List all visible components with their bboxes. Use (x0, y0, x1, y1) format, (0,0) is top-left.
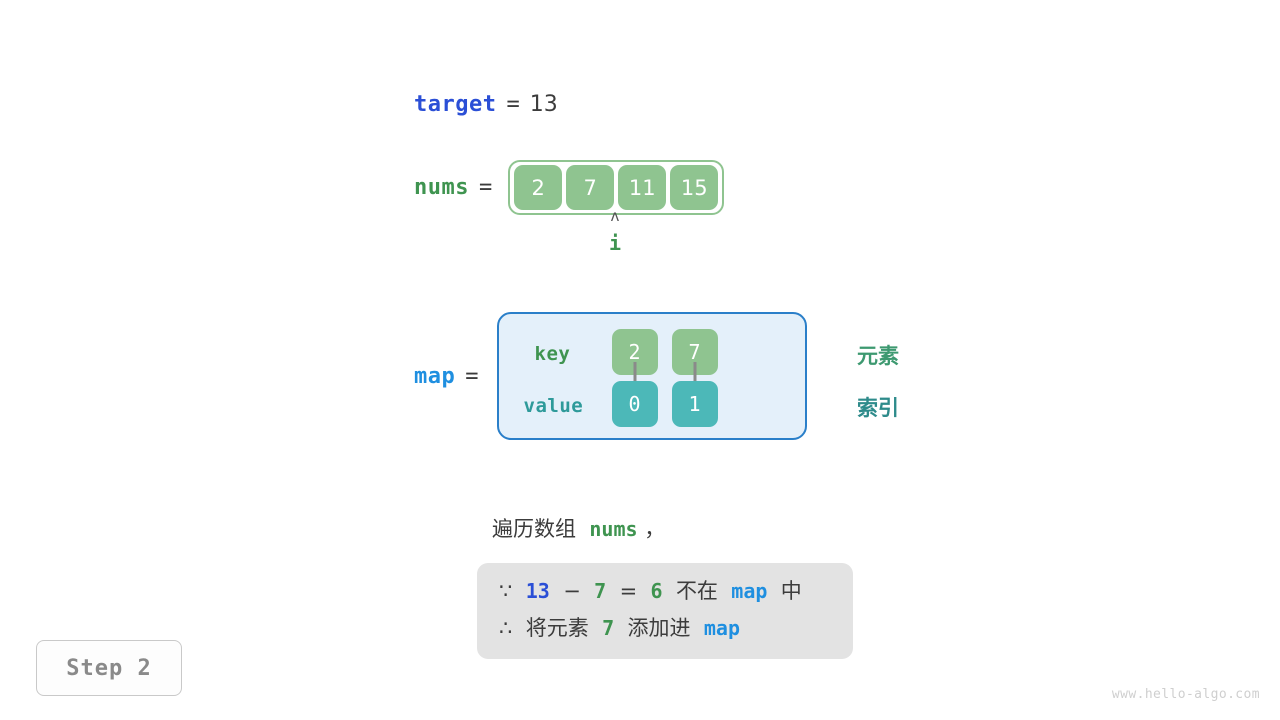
map-key-label: key (534, 343, 571, 365)
note-equals-sign: = (619, 579, 638, 603)
caption-variable-nums: nums (589, 517, 638, 541)
because-symbol: ∵ (499, 579, 513, 603)
nums-variable-label: nums (414, 175, 469, 200)
array-cell-3: 15 (670, 165, 719, 210)
target-value: 13 (529, 92, 558, 117)
note-line-1: ∵ 13 − 7 = 6 不在 map 中 (499, 573, 831, 610)
note-operand-a: 13 (525, 579, 550, 603)
step-badge-label: Step 2 (66, 655, 152, 681)
note-added-value: 7 (602, 616, 615, 640)
nums-equals-sign: = (478, 175, 493, 200)
index-pointer-label: i (608, 231, 622, 255)
target-variable-label: target (414, 92, 497, 117)
note-variable-map-1: map (731, 579, 768, 603)
note-operand-b: 7 (594, 579, 607, 603)
note-line-2: ∴ 将元素 7 添加进 map (499, 610, 831, 647)
caption-suffix: ， (644, 517, 666, 541)
array-container: 2 7 11 15 (508, 160, 725, 215)
watermark: www.hello-algo.com (1111, 687, 1260, 702)
note-minus-sign: − (563, 579, 581, 603)
step-badge: Step 2 (36, 640, 182, 696)
target-row: target = 13 (414, 92, 558, 117)
note-text-add-into: 添加进 (627, 616, 691, 640)
note-result: 6 (650, 579, 663, 603)
map-value-cell-1: 1 (671, 381, 718, 427)
caret-up-icon: ʌ (610, 207, 620, 225)
array-cell-0: 2 (514, 165, 563, 210)
note-variable-map-2: map (703, 616, 740, 640)
side-label-index: 索引 (857, 396, 899, 420)
nums-row: nums = 2 7 11 15 (414, 160, 725, 215)
map-container: key value 2 7 0 1 (496, 312, 807, 440)
note-text-not-in: 不在 (675, 579, 718, 603)
target-equals-sign: = (506, 92, 520, 117)
map-variable-label: map (414, 363, 456, 389)
side-label-element: 元素 (857, 344, 899, 368)
map-row: map = key value 2 7 0 1 (414, 312, 807, 440)
array-cell-1: 7 (566, 165, 615, 210)
caption-prefix: 遍历数组 (492, 517, 576, 541)
therefore-symbol: ∴ (499, 616, 513, 640)
index-pointer-group: ʌ i (592, 208, 638, 253)
map-key-cell-0: 2 (611, 329, 658, 375)
map-value-label: value (523, 395, 584, 417)
note-box: ∵ 13 − 7 = 6 不在 map 中 ∴ 将元素 7 添加进 map (477, 563, 853, 659)
array-cell-2: 11 (618, 165, 667, 210)
map-equals-sign: = (465, 363, 479, 389)
note-text-in: 中 (780, 579, 802, 603)
map-value-cell-0: 0 (611, 381, 658, 427)
caption-line: 遍历数组 nums ， (492, 513, 665, 543)
map-key-cell-1: 7 (671, 329, 718, 375)
note-text-add-element: 将元素 (525, 616, 589, 640)
